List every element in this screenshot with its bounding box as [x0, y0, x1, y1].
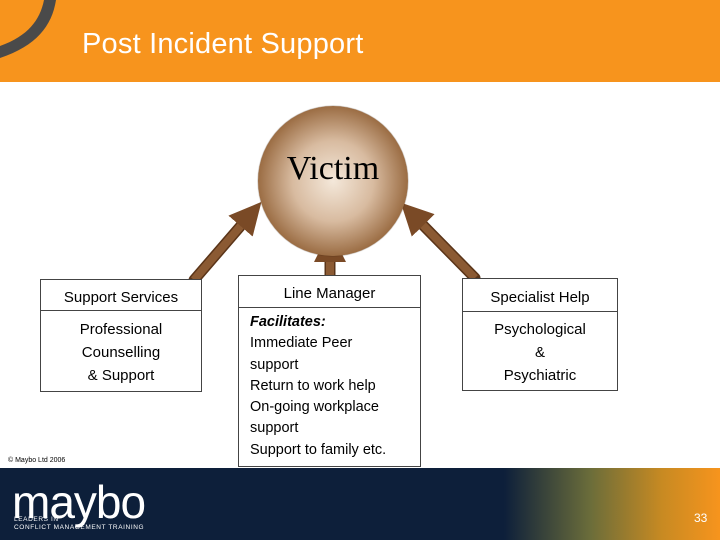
header-bar: Post Incident Support	[0, 0, 720, 82]
specialist-help-body-box	[462, 311, 618, 391]
swoosh-logo-icon	[0, 0, 56, 58]
page-number: 33	[694, 511, 708, 525]
list-item: Support to family etc.	[250, 441, 387, 458]
list-item: &	[534, 344, 545, 361]
footer-bar	[0, 468, 720, 540]
list-item: & Support	[87, 367, 155, 384]
list-item: Counselling	[81, 344, 161, 361]
copyright-text: © Maybo Ltd 2006	[8, 457, 66, 464]
victim-circle	[258, 106, 408, 256]
list-item: Return to work help	[250, 377, 376, 394]
support-services-title: Support Services	[63, 289, 179, 306]
specialist-help-body: Psychological & Psychiatric	[462, 318, 618, 387]
list-item: On-going workplace	[250, 399, 379, 416]
tagline-line: LEADERS IN	[14, 516, 59, 523]
support-services-body-box	[40, 310, 202, 392]
line-manager-body-box	[238, 307, 421, 467]
support-services-body: Professional Counselling & Support	[40, 318, 202, 387]
list-item: Psychiatric	[503, 367, 577, 384]
line-manager-lead: Facilitates:	[250, 314, 326, 330]
line-manager-title: Line Manager	[283, 285, 376, 302]
tagline-line: CONFLICT MANAGEMENT TRAINING	[14, 524, 145, 531]
list-item: support	[250, 356, 299, 373]
specialist-help-title: Specialist Help	[490, 289, 590, 306]
arrows-layer	[188, 201, 481, 286]
logo-tagline: LEADERS IN CONFLICT MANAGEMENT TRAINING	[14, 516, 144, 532]
arrow-left	[188, 201, 262, 286]
list-item: support	[250, 420, 299, 437]
line-manager-body: Facilitates: Immediate Peer support Retu…	[250, 312, 420, 461]
list-item: Professional	[79, 321, 163, 338]
victim-label: Victim	[286, 150, 380, 187]
list-item: Immediate Peer	[250, 335, 353, 352]
list-item: Psychological	[494, 321, 586, 338]
arrow-right	[400, 202, 481, 284]
maybo-logo: maybo	[12, 476, 146, 528]
support-diagram: Victim Support Services Professional Cou…	[0, 82, 720, 468]
page-title: Post Incident Support	[82, 28, 364, 60]
